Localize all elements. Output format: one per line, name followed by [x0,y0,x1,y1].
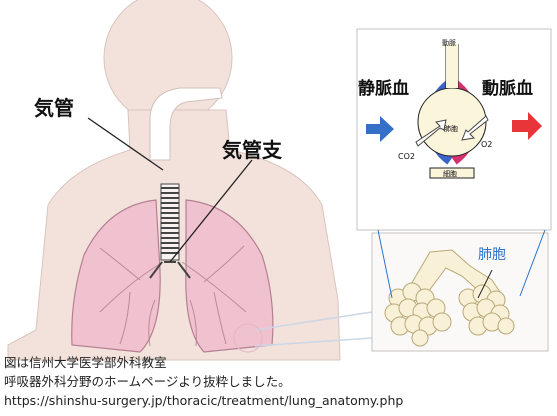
co2-label: CO2 [398,152,415,161]
caption-link[interactable]: https://shinshu-surgery.jp/thoracic/trea… [4,393,403,409]
inset-bottom-label: 細胞 [443,169,457,179]
trachea-label: 気管 [34,92,74,121]
caption-line-1: 図は信州大学医学部外科教室 [4,355,167,371]
inset-center-label: 肺胞 [444,124,458,134]
bronchus-label: 気管支 [222,134,282,163]
alveolus-label: 肺胞 [478,244,506,264]
caption-line-2: 呼吸器外科分野のホームページより抜粋しました。 [4,374,291,390]
venous-blood-label: 静脈血 [358,74,409,99]
body-silhouette [8,0,340,360]
inset-top-label: 動脈 [442,38,456,48]
o2-label: O2 [481,140,492,149]
arterial-blood-label: 動脈血 [482,74,533,99]
